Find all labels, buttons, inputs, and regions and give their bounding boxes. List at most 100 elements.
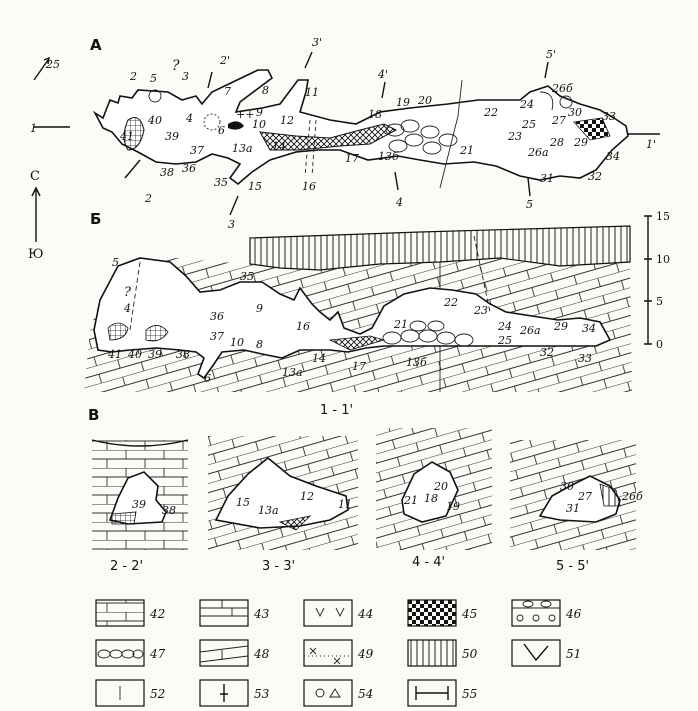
legend-item-52: 52: [95, 679, 165, 707]
compass-north: С: [30, 169, 40, 184]
plan-label: 13б: [378, 150, 399, 163]
plan-label: 30: [568, 106, 582, 119]
section-label: 20: [433, 480, 448, 493]
plan-label: 1': [646, 138, 656, 151]
section-5-5: 30 27 31 26б 5 - 5': [510, 440, 643, 574]
plan-label: 4': [377, 68, 388, 81]
profile-label: 17: [352, 360, 366, 373]
plan-label: 27: [551, 114, 566, 127]
section-3-3: 15 13а 12 11 3 - 3': [208, 436, 358, 574]
section-title: 5 - 5': [556, 559, 589, 574]
plan-label: 26а: [527, 146, 549, 159]
profile-label: 39: [148, 348, 162, 361]
plan-label: 38: [160, 166, 174, 179]
section-title: 3 - 3': [262, 559, 295, 574]
section-4-4: 20 21 18 19 4 - 4': [376, 428, 492, 570]
plan-label: 3': [312, 36, 322, 49]
plan-label: 4: [395, 196, 403, 209]
section-label: 15: [236, 496, 250, 509]
plan-label: 7: [224, 85, 231, 98]
section-lines-plan: [34, 51, 660, 216]
profile-label: 38: [176, 348, 190, 361]
section-label: 21: [403, 494, 418, 507]
profile-label: 36: [210, 310, 224, 323]
plan-label: 22: [483, 106, 498, 119]
legend-number: 51: [566, 647, 581, 661]
legend-item-42: 42: [95, 599, 165, 627]
legend-number: 44: [357, 607, 373, 621]
profile-view: Б 5 ? 4 36 35 9 37 1: [84, 210, 670, 418]
section-label: 18: [424, 492, 438, 505]
profile-label: 8: [256, 338, 263, 351]
sections-panel-label: В: [88, 406, 99, 424]
legend-number: 54: [358, 687, 373, 701]
plan-label: 5: [526, 198, 533, 211]
legend-item-47: 47: [95, 639, 166, 667]
scale-tick-label: 0: [656, 338, 663, 351]
plan-label: 32: [588, 170, 602, 183]
legend: 42 43 44 45 46 47: [95, 599, 582, 707]
profile-cave-outline: [93, 257, 612, 380]
section-label: 38: [162, 504, 176, 517]
plan-label: 8: [262, 84, 269, 97]
vertical-scale: 15 10 5 0: [644, 210, 670, 351]
legend-number: 47: [149, 647, 166, 661]
plan-label: 28: [549, 136, 564, 149]
legend-number: 50: [462, 647, 478, 661]
section-2-2: 39 38 2 - 2': [91, 439, 189, 574]
plan-label: 2': [219, 54, 230, 67]
plan-label: 10: [252, 118, 266, 131]
legend-item-46: 46: [511, 599, 582, 627]
plan-label: 5: [150, 72, 157, 85]
plan-label: 17: [345, 152, 359, 165]
plan-label: 3: [182, 70, 189, 83]
profile-label: 34: [582, 322, 596, 335]
scale-tick-label: 10: [656, 253, 670, 266]
legend-number: 48: [253, 647, 270, 661]
legend-number: 46: [565, 607, 582, 621]
plan-label: 34: [606, 150, 620, 163]
plan-label: ?: [172, 58, 180, 74]
plan-label: 15: [248, 180, 262, 193]
plan-label: 31: [540, 172, 554, 185]
legend-item-55: 55: [407, 679, 477, 707]
plan-label: 2: [129, 70, 137, 83]
scale-tick-label: 15: [656, 210, 670, 223]
plan-label: 33: [602, 110, 616, 123]
compass: С Ю: [28, 169, 44, 262]
section-label: 39: [132, 498, 146, 511]
plan-cave-outline: [92, 69, 629, 186]
profile-label: 4: [123, 302, 131, 315]
azimuth-label: 25: [45, 58, 60, 71]
plan-label: 36: [182, 162, 196, 175]
profile-label: 41: [107, 348, 122, 361]
profile-label: 33: [578, 352, 592, 365]
plan-label: 23: [507, 130, 522, 143]
profile-label: 16: [296, 320, 310, 333]
plan-label: 9: [256, 106, 263, 119]
legend-item-45: 45: [407, 599, 477, 627]
plan-label: 20: [417, 94, 432, 107]
legend-number: 53: [254, 687, 270, 701]
compass-south: Ю: [28, 247, 44, 262]
legend-item-48: 48: [199, 639, 270, 667]
legend-number: 52: [150, 687, 165, 701]
profile-label: 21: [393, 318, 408, 331]
plan-label: 26б: [551, 82, 573, 95]
legend-item-53: 53: [199, 679, 270, 707]
section-label: 30: [560, 480, 574, 493]
legend-item-44: 44: [303, 599, 373, 627]
cross-sections: В 39 38 2 - 2' 15 13а 12 11 3 - 3' 20: [88, 406, 643, 574]
legend-item-43: 43: [199, 599, 270, 627]
plan-label: 40: [147, 114, 162, 127]
section-label: 31: [566, 502, 580, 515]
scale-tick-label: 5: [656, 295, 663, 308]
section-label: 27: [577, 490, 592, 503]
profile-label: 22: [443, 296, 458, 309]
profile-label: 35: [240, 270, 254, 283]
legend-number: 45: [461, 607, 477, 621]
section-label: 26б: [621, 490, 643, 503]
legend-number: 42: [149, 607, 165, 621]
north-arrow-small: 25: [33, 56, 60, 81]
section-label: 19: [446, 500, 460, 513]
